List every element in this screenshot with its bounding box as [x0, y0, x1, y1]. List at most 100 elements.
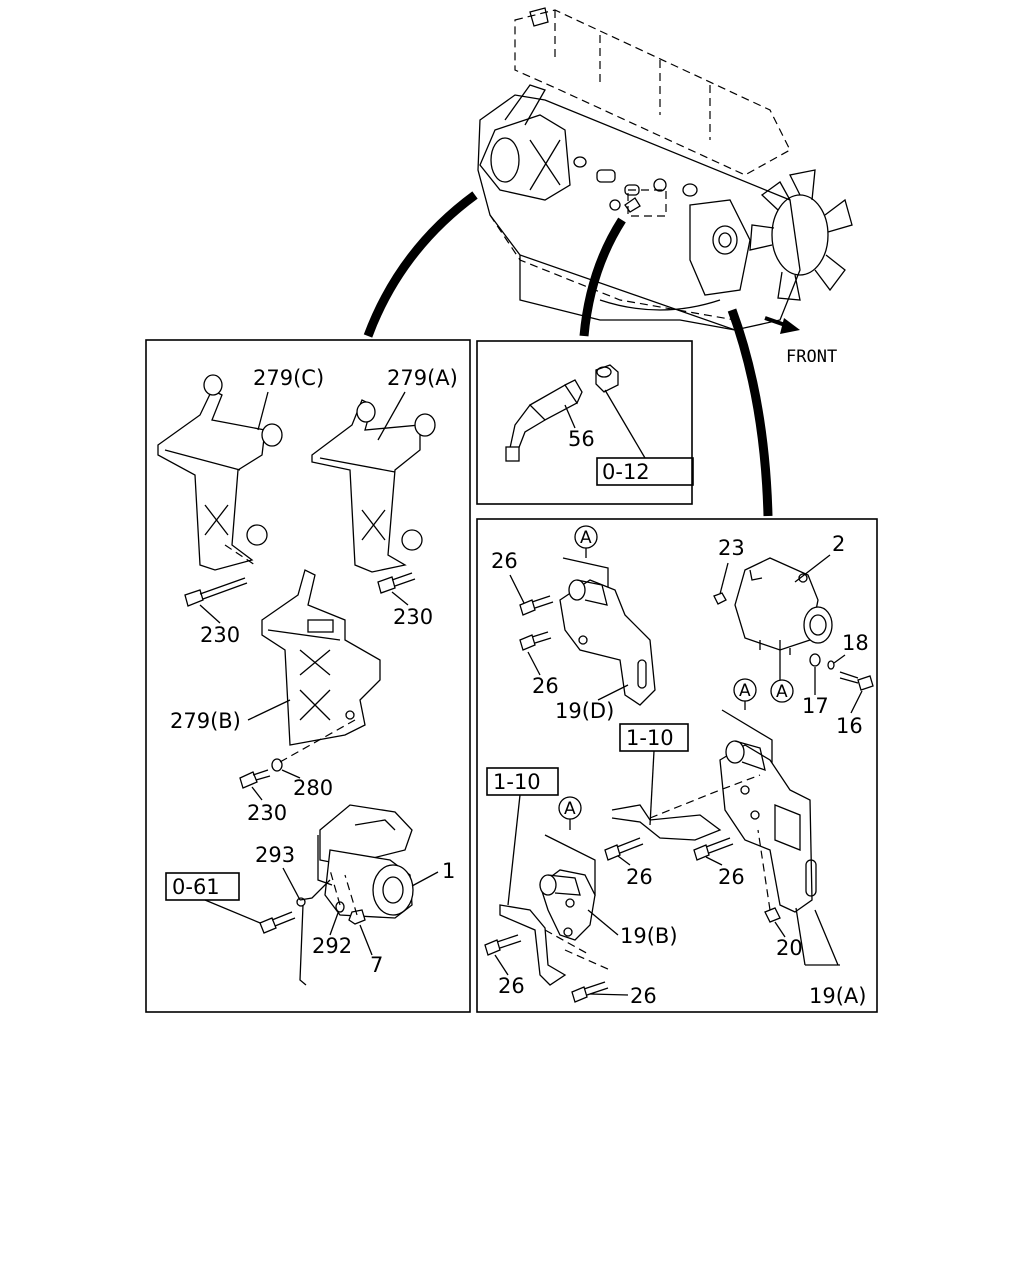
guide-292 [329, 869, 358, 916]
leader-26b [527, 651, 541, 676]
leader-293 [282, 867, 301, 901]
label-19a: 19(A) [809, 984, 866, 1008]
leader-23 [719, 562, 729, 595]
fan [749, 169, 853, 301]
leader-7 [359, 924, 373, 956]
leader-sensor [579, 217, 626, 337]
washer-280 [271, 758, 283, 772]
connector-sensor [595, 364, 619, 393]
label-293: 293 [255, 843, 295, 867]
label-26a: 26 [491, 549, 518, 573]
leader-2 [794, 554, 831, 583]
label-230c: 230 [247, 801, 287, 825]
label-16: 16 [836, 714, 863, 738]
bracket-279a [311, 399, 436, 573]
bracket-19b [539, 869, 596, 941]
bolt-26-b [519, 631, 552, 651]
leader-26f [589, 993, 629, 996]
washer-17 [809, 653, 821, 667]
ref-110a: 1-10 [626, 726, 674, 750]
label-1: 1 [442, 859, 455, 883]
guide-20 [757, 829, 771, 911]
label-26f: 26 [630, 984, 657, 1008]
leader-230a [199, 604, 221, 624]
label-279b: 279(B) [170, 709, 241, 733]
bolt-230-left [184, 577, 248, 607]
bracket-19d [559, 579, 656, 706]
ref-012: 0-12 [602, 460, 650, 484]
bolt-26-a [519, 595, 554, 616]
label-26b: 26 [532, 674, 559, 698]
leader-26a [509, 574, 525, 604]
bolt-26-e [484, 934, 522, 956]
refbox-061 [165, 872, 240, 901]
label-20: 20 [776, 936, 803, 960]
bracket-110a [611, 804, 722, 841]
label-26c: 26 [626, 865, 653, 889]
bracket-279b [261, 569, 381, 746]
leader-230b [391, 591, 409, 606]
leader-56 [564, 404, 576, 429]
label-18: 18 [842, 631, 869, 655]
leader-279c [257, 391, 269, 431]
bolt-starter [259, 911, 296, 934]
label-26e: 26 [498, 974, 525, 998]
leader-19a [795, 907, 840, 966]
label-279a: 279(A) [387, 366, 458, 390]
nut-20 [764, 907, 781, 923]
bolt-26-c [604, 837, 644, 861]
leader-012 [604, 389, 646, 459]
leader-alternator [727, 308, 773, 517]
panel-sensor [476, 340, 693, 505]
leader-110a [649, 750, 655, 826]
panel-starter [145, 339, 471, 1013]
leader-061 [204, 899, 266, 926]
engine-overview: FRONT [477, 7, 853, 367]
leader-292 [329, 912, 339, 936]
callout-a2-text: A [776, 682, 788, 702]
ref-061: 0-61 [172, 875, 220, 899]
washer-18 [827, 660, 835, 670]
washer-292 [335, 901, 345, 913]
guide-19b [544, 929, 611, 971]
leader-110b [507, 794, 521, 906]
bolt-26-f [571, 981, 609, 1003]
label-292: 292 [312, 934, 352, 958]
alternator-2 [734, 557, 833, 655]
starter-motor [317, 804, 414, 919]
label-26d: 26 [718, 865, 745, 889]
leader-26e [494, 954, 509, 976]
leader-279b [247, 699, 291, 721]
leader-230c [251, 786, 263, 801]
leader-19d [597, 684, 629, 701]
bracket-19a [719, 740, 817, 913]
leader-1 [411, 871, 439, 887]
callout-a2 [770, 679, 794, 703]
leader-280 [281, 769, 301, 779]
bolt-16 [839, 671, 874, 691]
callout-a4-text: A [564, 799, 576, 819]
nut-23 [713, 592, 727, 605]
bolt-26-d [693, 837, 734, 861]
panel-alternator [476, 518, 878, 1013]
label-280: 280 [293, 776, 333, 800]
front-label: FRONT [786, 347, 837, 367]
leader-19b [587, 909, 619, 936]
leader-26d [705, 856, 723, 866]
label-2: 2 [832, 532, 845, 556]
label-230a: 230 [200, 623, 240, 647]
label-230b: 230 [393, 605, 433, 629]
leader-26c [617, 855, 631, 866]
bracket-279c [157, 374, 283, 571]
leader-16 [850, 690, 863, 714]
label-7: 7 [370, 953, 383, 977]
bolt-230-right [377, 572, 416, 594]
label-19d: 19(D) [555, 699, 614, 723]
bracket-110b [499, 904, 567, 986]
harness-293 [296, 879, 331, 986]
sensor-56 [505, 379, 583, 462]
leader-starter [363, 191, 478, 338]
leader-20 [774, 921, 786, 938]
leader-18 [833, 654, 846, 664]
